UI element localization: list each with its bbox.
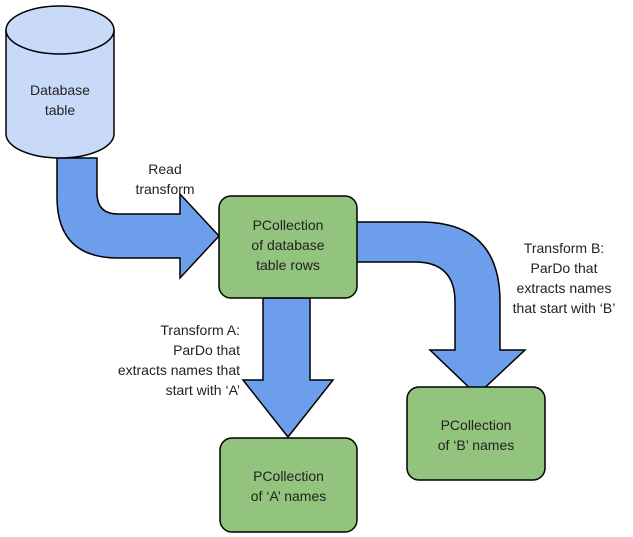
pcollection-rows-label: PCollection of database table rows bbox=[219, 215, 357, 275]
transform-b-line-1: Transform B: bbox=[523, 240, 605, 256]
transform-a-line-3: extracts names that bbox=[117, 362, 240, 378]
database-table-line-2: table bbox=[44, 102, 76, 118]
transform-a-line-4: start with ‘A’ bbox=[165, 382, 240, 398]
transform-a-label: Transform A: ParDo that extracts names t… bbox=[80, 320, 240, 400]
cylinder-body bbox=[5, 30, 115, 159]
pcollection-a-box bbox=[219, 437, 358, 533]
cylinder-top bbox=[5, 5, 115, 55]
pcollection-b-line-1: PCollection bbox=[440, 417, 512, 433]
read-transform-line-1: Read bbox=[148, 161, 182, 177]
database-cylinder bbox=[5, 5, 115, 159]
pcollection-rows-line-2: of database bbox=[251, 237, 325, 253]
pcollection-rows-line-3: table rows bbox=[256, 257, 320, 273]
read-transform-arrow bbox=[56, 157, 221, 280]
pcollection-a-line-2: of ‘A’ names bbox=[250, 488, 327, 504]
transform-a-arrow bbox=[241, 297, 335, 439]
read-transform-label: Read transform bbox=[120, 159, 210, 199]
transform-b-line-2: ParDo that bbox=[530, 260, 598, 276]
database-table-label: Database table bbox=[22, 80, 98, 120]
read-transform-line-2: transform bbox=[135, 181, 195, 197]
pcollection-rows-line-1: PCollection bbox=[252, 217, 324, 233]
transform-a-line-2: ParDo that bbox=[173, 342, 240, 358]
transform-b-label: Transform B: ParDo that extracts names t… bbox=[500, 238, 628, 318]
pcollection-b-label: PCollection of ‘B’ names bbox=[407, 415, 545, 455]
transform-b-line-4: that start with ‘B’ bbox=[512, 300, 616, 316]
pcollection-rows-box bbox=[218, 195, 358, 299]
pcollection-b-box bbox=[406, 386, 546, 481]
transform-b-arrow bbox=[354, 221, 527, 397]
pcollection-b-line-2: of ‘B’ names bbox=[437, 437, 515, 453]
pcollection-a-line-1: PCollection bbox=[253, 468, 324, 484]
pcollection-a-label: PCollection of ‘A’ names bbox=[220, 466, 357, 506]
database-table-line-1: Database bbox=[30, 82, 90, 98]
transform-a-line-1: Transform A: bbox=[160, 322, 240, 338]
transform-b-line-3: extracts names bbox=[516, 280, 612, 296]
